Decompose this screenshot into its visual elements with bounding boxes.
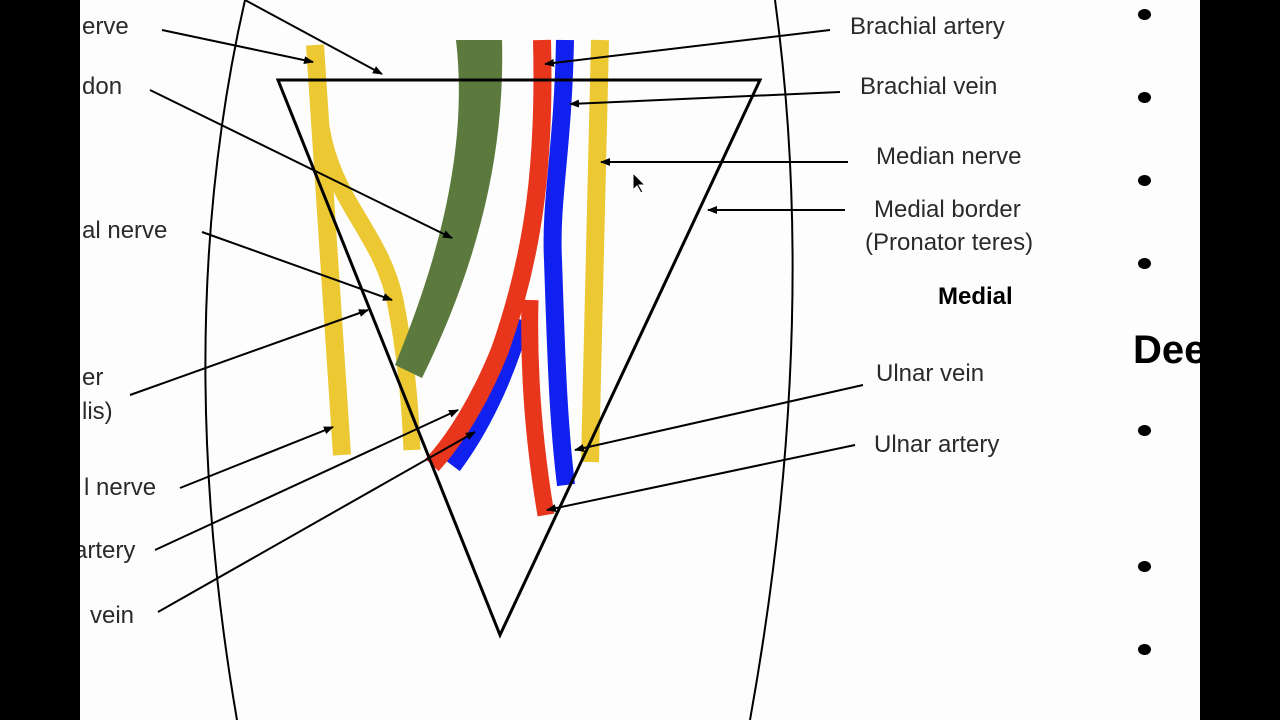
- forearm-outline-right: [749, 0, 794, 720]
- median-nerve: [581, 39, 609, 463]
- label-border-line1: er: [82, 364, 104, 391]
- label-radial-artery: artery: [80, 537, 136, 564]
- pointer-line: [154, 409, 459, 551]
- label-lateral-nerve: al nerve: [82, 217, 168, 244]
- bullet-icon: [1138, 425, 1151, 436]
- label-radial-vein: vein: [90, 602, 135, 629]
- label-pronator-teres: (Pronator teres): [865, 229, 1034, 256]
- label-tendon: don: [82, 73, 123, 100]
- pointer-line: [179, 426, 334, 489]
- pointer-line: [129, 309, 369, 396]
- pointer-line: [544, 29, 831, 67]
- vein-radial-branch: [446, 317, 531, 472]
- biceps-tendon: [395, 40, 503, 378]
- label-brachial-vein: Brachial vein: [860, 73, 998, 100]
- cubital-fossa-triangle: [275, 78, 763, 639]
- label-ulnar-artery: Ulnar artery: [874, 431, 1000, 458]
- label-border-line2: lis): [82, 398, 113, 425]
- pointer-line: [569, 91, 841, 108]
- label-ulnar-vein: Ulnar vein: [876, 360, 985, 387]
- pointer-line: [161, 29, 314, 65]
- brachial-vein: [543, 39, 575, 487]
- label-medial: Medial: [938, 283, 1013, 310]
- label-median-nerve: Median nerve: [876, 143, 1022, 170]
- pointer-line: [157, 431, 476, 613]
- diagram-slide: erve don al nerve er lis) l nerve artery…: [80, 0, 1200, 720]
- bullet-icon: [1138, 644, 1151, 655]
- nerve-lateral-straight: [306, 44, 351, 456]
- bullet-icon: [1138, 561, 1151, 572]
- pointer-line: [574, 384, 864, 452]
- label-medial-border: Medial border: [874, 196, 1021, 223]
- slide-heading: Dee: [1133, 328, 1200, 372]
- label-nerve-top: erve: [82, 13, 129, 40]
- pointer-lines: [129, 0, 864, 613]
- pointer-line: [244, 0, 383, 75]
- brachial-artery: [425, 39, 552, 472]
- pointer-line: [201, 231, 393, 301]
- ulnar-artery: [521, 299, 555, 517]
- bullet-icon: [1138, 92, 1151, 103]
- bullet-icon: [1138, 175, 1151, 186]
- cubital-fossa-diagram: [129, 0, 864, 720]
- pointer-line: [546, 444, 856, 513]
- mouse-cursor-icon: [632, 171, 647, 194]
- pointer-line: [149, 89, 453, 239]
- label-radial-nerve: l nerve: [84, 474, 157, 501]
- label-brachial-artery: Brachial artery: [850, 13, 1005, 40]
- nerve-lateral-branch: [311, 118, 421, 451]
- forearm-outline-left: [204, 0, 246, 720]
- bullet-icon: [1138, 258, 1151, 269]
- bullet-icon: [1138, 9, 1151, 20]
